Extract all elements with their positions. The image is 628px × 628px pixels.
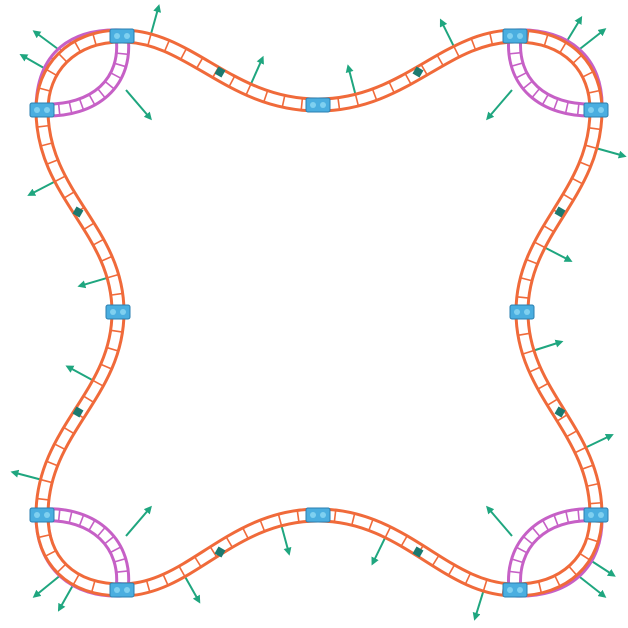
junction-node: [503, 583, 527, 597]
junction-dot: [114, 587, 120, 593]
outward-arrow: [185, 577, 199, 601]
outward-arrow: [282, 526, 289, 553]
junction-node: [110, 29, 134, 43]
junction-dot: [598, 107, 604, 113]
junction-node: [30, 103, 54, 117]
outward-arrow: [586, 435, 611, 447]
junction-tile: [584, 508, 608, 522]
outward-arrow: [80, 278, 107, 286]
junction-dot: [517, 587, 523, 593]
outward-arrow: [373, 538, 385, 563]
junction-tile: [110, 583, 134, 597]
junction-dot: [44, 107, 50, 113]
corner-arrow: [35, 574, 62, 596]
junction-dot: [34, 512, 40, 518]
junction-tile: [510, 305, 534, 319]
outward-arrow: [590, 560, 614, 575]
junction-dot: [320, 512, 326, 518]
junction-dot: [120, 309, 126, 315]
junction-dot: [124, 587, 130, 593]
outward-arrow: [534, 342, 561, 351]
junction-node: [510, 305, 534, 319]
junction-dot: [44, 512, 50, 518]
junction-node: [306, 98, 330, 112]
junction-node: [110, 583, 134, 597]
outward-arrow: [441, 21, 454, 46]
junction-tile: [306, 98, 330, 112]
junction-dot: [524, 309, 530, 315]
junction-dot: [124, 33, 130, 39]
outward-arrow: [68, 367, 93, 380]
junction-node: [106, 305, 130, 319]
junction-dot: [507, 587, 513, 593]
junction-dot: [114, 33, 120, 39]
corner-arrow: [488, 90, 512, 118]
junction-node: [584, 103, 608, 117]
junction-tile: [106, 305, 130, 319]
outward-arrow: [475, 591, 483, 618]
outward-arrow: [348, 67, 355, 94]
junction-tile: [30, 103, 54, 117]
junction-tile: [503, 29, 527, 43]
junction-tile: [584, 103, 608, 117]
junction-tile: [306, 508, 330, 522]
outward-arrow: [251, 59, 262, 85]
outward-arrow: [30, 182, 55, 195]
junction-dot: [514, 309, 520, 315]
junction-dot: [110, 309, 116, 315]
junction-tile: [110, 29, 134, 43]
outward-arrow: [151, 7, 159, 34]
outward-arrow: [13, 472, 40, 479]
junction-dot: [588, 107, 594, 113]
junction-node: [503, 29, 527, 43]
corner-arrow: [488, 508, 512, 536]
junction-dot: [588, 512, 594, 518]
junction-dot: [598, 512, 604, 518]
corner-arrow: [126, 508, 150, 536]
nodes-layer: [30, 29, 608, 597]
corner-arrow: [126, 90, 150, 118]
outward-arrow: [22, 56, 46, 70]
junction-node: [306, 508, 330, 522]
junction-dot: [34, 107, 40, 113]
outward-arrow: [59, 585, 73, 609]
outward-arrow: [597, 148, 624, 156]
junction-node: [30, 508, 54, 522]
main-loop-rung: [590, 503, 602, 504]
junction-dot: [310, 102, 316, 108]
outward-arrow: [566, 19, 581, 43]
junction-dot: [320, 102, 326, 108]
junction-tile: [30, 508, 54, 522]
junction-tile: [503, 583, 527, 597]
junction-dot: [507, 33, 513, 39]
junction-dot: [517, 33, 523, 39]
junction-dot: [310, 512, 316, 518]
outward-arrow: [545, 248, 570, 261]
junction-node: [584, 508, 608, 522]
